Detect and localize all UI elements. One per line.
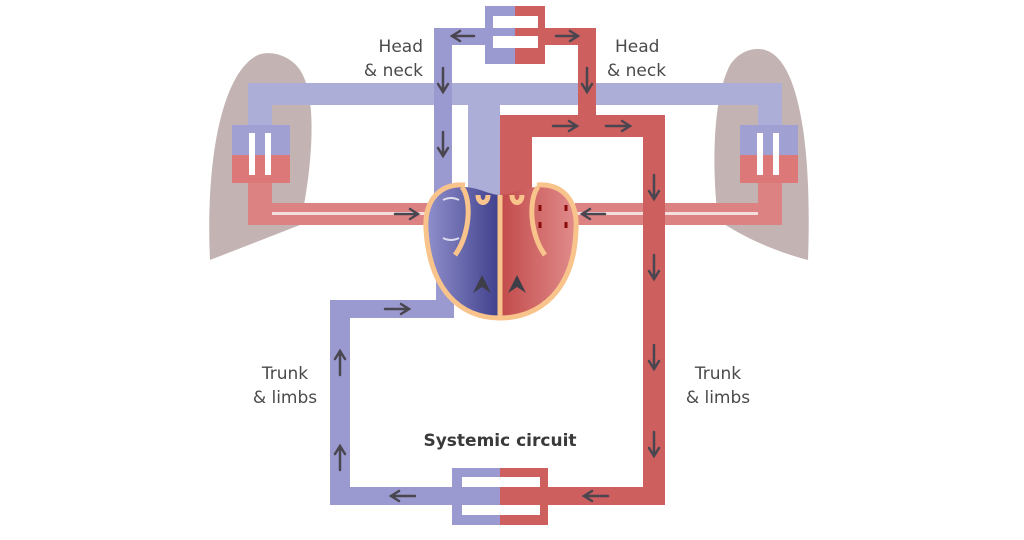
arrow-down-icon xyxy=(580,66,594,95)
label-head-neck-left: Head & neck xyxy=(330,35,423,83)
circuit-title: Systemic circuit xyxy=(423,431,577,451)
arrow-right-icon xyxy=(393,207,421,221)
label-trunk-limbs-right: Trunk & limbs xyxy=(668,362,768,410)
arrow-left-icon xyxy=(388,489,417,503)
arrow-down-icon xyxy=(436,66,450,95)
ventricle-arrow-icon xyxy=(508,275,526,293)
ventricle-arrow-icon xyxy=(473,275,491,293)
arrow-down-icon xyxy=(647,173,661,202)
label-trunk-limbs-left: Trunk & limbs xyxy=(235,362,335,410)
arrow-up-icon xyxy=(333,443,347,472)
pulmonary-veins xyxy=(248,180,782,225)
arrow-up-icon xyxy=(333,348,347,377)
pulmonary-artery xyxy=(248,83,782,198)
arrow-down-icon xyxy=(647,430,661,459)
arrow-right-icon xyxy=(604,119,633,133)
label-line: & neck xyxy=(363,61,423,81)
label-line: & neck xyxy=(607,61,667,81)
aorta xyxy=(500,28,665,505)
flow-arrows xyxy=(333,29,661,503)
arrow-down-icon xyxy=(647,343,661,372)
heart-left-side xyxy=(500,186,575,318)
label-line: & limbs xyxy=(685,388,751,408)
arrow-left-icon xyxy=(581,489,610,503)
label-line: Head xyxy=(615,37,660,57)
arrow-down-icon xyxy=(647,253,661,282)
arrow-down-icon xyxy=(436,130,450,159)
systemic-capillary xyxy=(452,468,548,525)
label-line: Trunk xyxy=(694,364,742,384)
arrow-right-icon xyxy=(383,302,412,316)
arrow-left-icon xyxy=(449,29,476,43)
arrow-left-icon xyxy=(579,207,607,221)
label-head-neck-right: Head & neck xyxy=(607,35,666,83)
label-line: & limbs xyxy=(252,388,318,408)
heart xyxy=(423,182,579,321)
label-line: Head xyxy=(378,37,423,57)
label-line: Trunk xyxy=(261,364,309,384)
arrow-right-icon xyxy=(554,29,581,43)
arrow-right-icon xyxy=(551,119,580,133)
right-lung-capillary xyxy=(740,125,798,183)
left-lung-capillary xyxy=(232,125,290,183)
head-capillary xyxy=(485,6,545,64)
